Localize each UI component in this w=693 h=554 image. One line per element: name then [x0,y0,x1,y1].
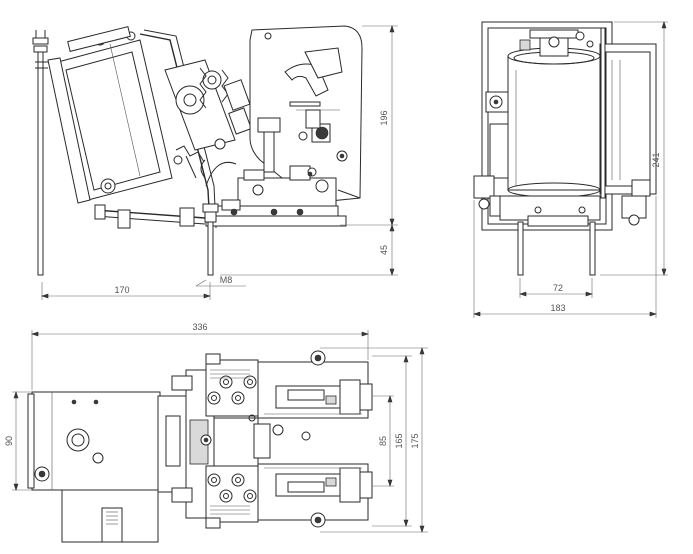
front-view-dimensions: 241 72 183 [473,21,668,318]
top-spring-stack-lower [205,465,259,529]
front-base [499,195,647,227]
right-mounting-rod [202,203,219,276]
base-mechanism [205,109,361,227]
dim-front-inner-width: 72 [553,283,563,293]
top-view-dimensions: 336 90 85 165 175 [4,322,428,533]
motor-body [47,26,173,204]
left-mounting-rod [32,30,49,276]
dim-top-spacing-inner: 85 [378,436,388,446]
front-side-components [473,91,509,217]
top-motor-block [27,391,161,543]
side-view-dimensions: 170 M8 196 45 [41,25,398,300]
dim-front-height: 241 [651,152,661,167]
top-contact-lower [257,463,373,528]
side-view: 170 M8 196 45 [32,25,398,300]
top-gearbox [157,369,215,519]
top-center-linkage [213,414,311,467]
dim-top-spacing-outer: 175 [410,433,420,448]
top-contact-upper [257,350,373,419]
dim-top-spacing-mid: 165 [394,433,404,448]
top-view: 336 90 85 165 175 [4,322,428,543]
dim-front-width: 183 [550,303,565,313]
front-rods [517,27,606,276]
dim-side-height-bottom: 45 [379,245,389,255]
dim-top-length: 336 [192,322,207,332]
dim-side-width: 170 [114,285,129,295]
front-view: 241 72 183 [473,21,668,318]
gear-spring-cluster [164,59,252,187]
front-motor-cylinder [507,29,601,198]
dim-side-thread: M8 [220,275,233,285]
dim-top-depth: 90 [4,436,14,446]
top-spring-stack-upper [205,353,259,417]
dim-side-height-top: 196 [379,110,389,125]
